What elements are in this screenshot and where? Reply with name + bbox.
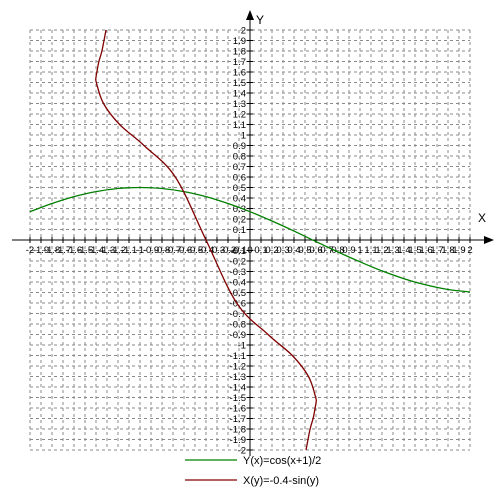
y-tick-label: 1.4 xyxy=(233,89,246,100)
y-tick-label: 1.7 xyxy=(233,57,246,68)
x-tick-label: 0.4 xyxy=(287,245,300,256)
x-tick-label: 1.8 xyxy=(441,245,454,256)
x-tick-label: 1.9 xyxy=(452,245,465,256)
series-line-sin xyxy=(95,29,317,451)
x-tick-label: -1.2 xyxy=(110,245,126,256)
y-tick-label: -1.6 xyxy=(230,404,246,415)
x-tick-label: -1.9 xyxy=(33,245,49,256)
x-axis-arrow xyxy=(484,236,494,244)
legend: Y(x)=cos(x+1)/2 X(y)=-0.4-sin(y) xyxy=(185,455,321,487)
x-tick-label: -0.3 xyxy=(209,245,225,256)
x-tick-label: -1.4 xyxy=(88,245,104,256)
y-tick-label: -0.1 xyxy=(230,246,246,257)
y-tick-label: 0.4 xyxy=(233,194,246,205)
y-tick-label: 1.9 xyxy=(233,36,246,47)
x-tick-label: 1.6 xyxy=(419,245,432,256)
y-tick-label: -2 xyxy=(238,446,246,457)
y-tick-label: -0.7 xyxy=(230,309,246,320)
x-tick-label: -1.5 xyxy=(77,245,93,256)
y-tick-label: -1.8 xyxy=(230,425,246,436)
x-tick-label: -0.6 xyxy=(176,245,192,256)
y-tick-label: 0.8 xyxy=(233,152,246,163)
x-tick-label: -0.8 xyxy=(154,245,170,256)
y-tick-label: 0.6 xyxy=(233,173,246,184)
x-tick-label: 1.7 xyxy=(430,245,443,256)
y-tick-label: 1.2 xyxy=(233,110,246,121)
curves xyxy=(29,29,471,451)
y-tick-label: 1.5 xyxy=(233,78,246,89)
x-tick-label: 1.3 xyxy=(386,245,399,256)
y-tick-label: -1.9 xyxy=(230,435,246,446)
x-tick-label: 1 xyxy=(357,245,362,256)
x-tick-label: -1.3 xyxy=(99,245,115,256)
y-tick-label: 1.8 xyxy=(233,47,246,58)
x-tick-label: 2 xyxy=(467,245,472,256)
y-tick-label: -0.5 xyxy=(230,288,246,299)
y-tick-label: 0.2 xyxy=(233,215,246,226)
x-tick-label: 0.9 xyxy=(342,245,355,256)
x-tick-label: 0 xyxy=(247,245,252,256)
x-tick-label: 0.1 xyxy=(254,245,267,256)
x-axis-label: X xyxy=(478,211,486,225)
y-tick-label: -1.1 xyxy=(230,351,246,362)
x-tick-label: -1.7 xyxy=(55,245,71,256)
x-tick-label: -0.2 xyxy=(220,245,236,256)
legend-label-sin: X(y)=-0.4-sin(y) xyxy=(243,475,319,487)
x-tick-label: 1.2 xyxy=(375,245,388,256)
x-tick-label: 0.5 xyxy=(298,245,311,256)
x-tick-label: -1.6 xyxy=(66,245,82,256)
x-tick-label: -0.4 xyxy=(198,245,214,256)
axes xyxy=(12,10,494,456)
y-axis-label: Y xyxy=(256,13,264,27)
y-tick-label: -0.8 xyxy=(230,320,246,331)
x-tick-label: 0.7 xyxy=(320,245,333,256)
y-tick-label: -0.3 xyxy=(230,267,246,278)
x-tick-label: 1.4 xyxy=(397,245,410,256)
x-tick-label: 0.3 xyxy=(276,245,289,256)
x-tick-label: -0.5 xyxy=(187,245,203,256)
y-tick-label: -1.5 xyxy=(230,393,246,404)
y-tick-label: 0.7 xyxy=(233,162,246,173)
y-tick-label: -0.4 xyxy=(230,278,246,289)
y-tick-label: 1 xyxy=(241,131,246,142)
x-tick-label: 1.1 xyxy=(364,245,377,256)
x-tick-label: -1 xyxy=(136,245,144,256)
x-tick-label: 0.2 xyxy=(265,245,278,256)
y-tick-label: -0.2 xyxy=(230,257,246,268)
x-tick-label: 0.8 xyxy=(331,245,344,256)
x-tick-label: -0.1 xyxy=(231,245,247,256)
legend-label-cos: Y(x)=cos(x+1)/2 xyxy=(243,455,321,467)
x-tick-label: -0.7 xyxy=(165,245,181,256)
y-tick-label: 0.5 xyxy=(233,183,246,194)
y-tick-label: -1.3 xyxy=(230,372,246,383)
y-tick-label: 2 xyxy=(241,26,246,37)
x-tick-label: -1.1 xyxy=(121,245,137,256)
y-tick-label: 1.1 xyxy=(233,120,246,131)
y-tick-label: 1.3 xyxy=(233,99,246,110)
y-tick-label: -1 xyxy=(238,341,246,352)
y-tick-label: -1.7 xyxy=(230,414,246,425)
y-axis-arrow xyxy=(246,10,254,20)
x-tick-label: 0.6 xyxy=(309,245,322,256)
y-tick-label: 0.9 xyxy=(233,141,246,152)
tick-labels: -2-1.9-1.8-1.7-1.6-1.5-1.4-1.3-1.2-1.1-1… xyxy=(26,26,473,457)
x-tick-label: -2 xyxy=(26,245,34,256)
y-tick-label: -1.4 xyxy=(230,383,246,394)
y-tick-label: -0.9 xyxy=(230,330,246,341)
y-tick-label: -1.2 xyxy=(230,362,246,373)
series-line-cos xyxy=(29,186,471,293)
y-tick-label: 0.3 xyxy=(233,204,246,215)
y-tick-label: 1.6 xyxy=(233,68,246,79)
x-tick-label: -1.8 xyxy=(44,245,60,256)
x-tick-label: 1.5 xyxy=(408,245,421,256)
x-tick-label: -0.9 xyxy=(143,245,159,256)
y-tick-label: 0.1 xyxy=(233,225,246,236)
